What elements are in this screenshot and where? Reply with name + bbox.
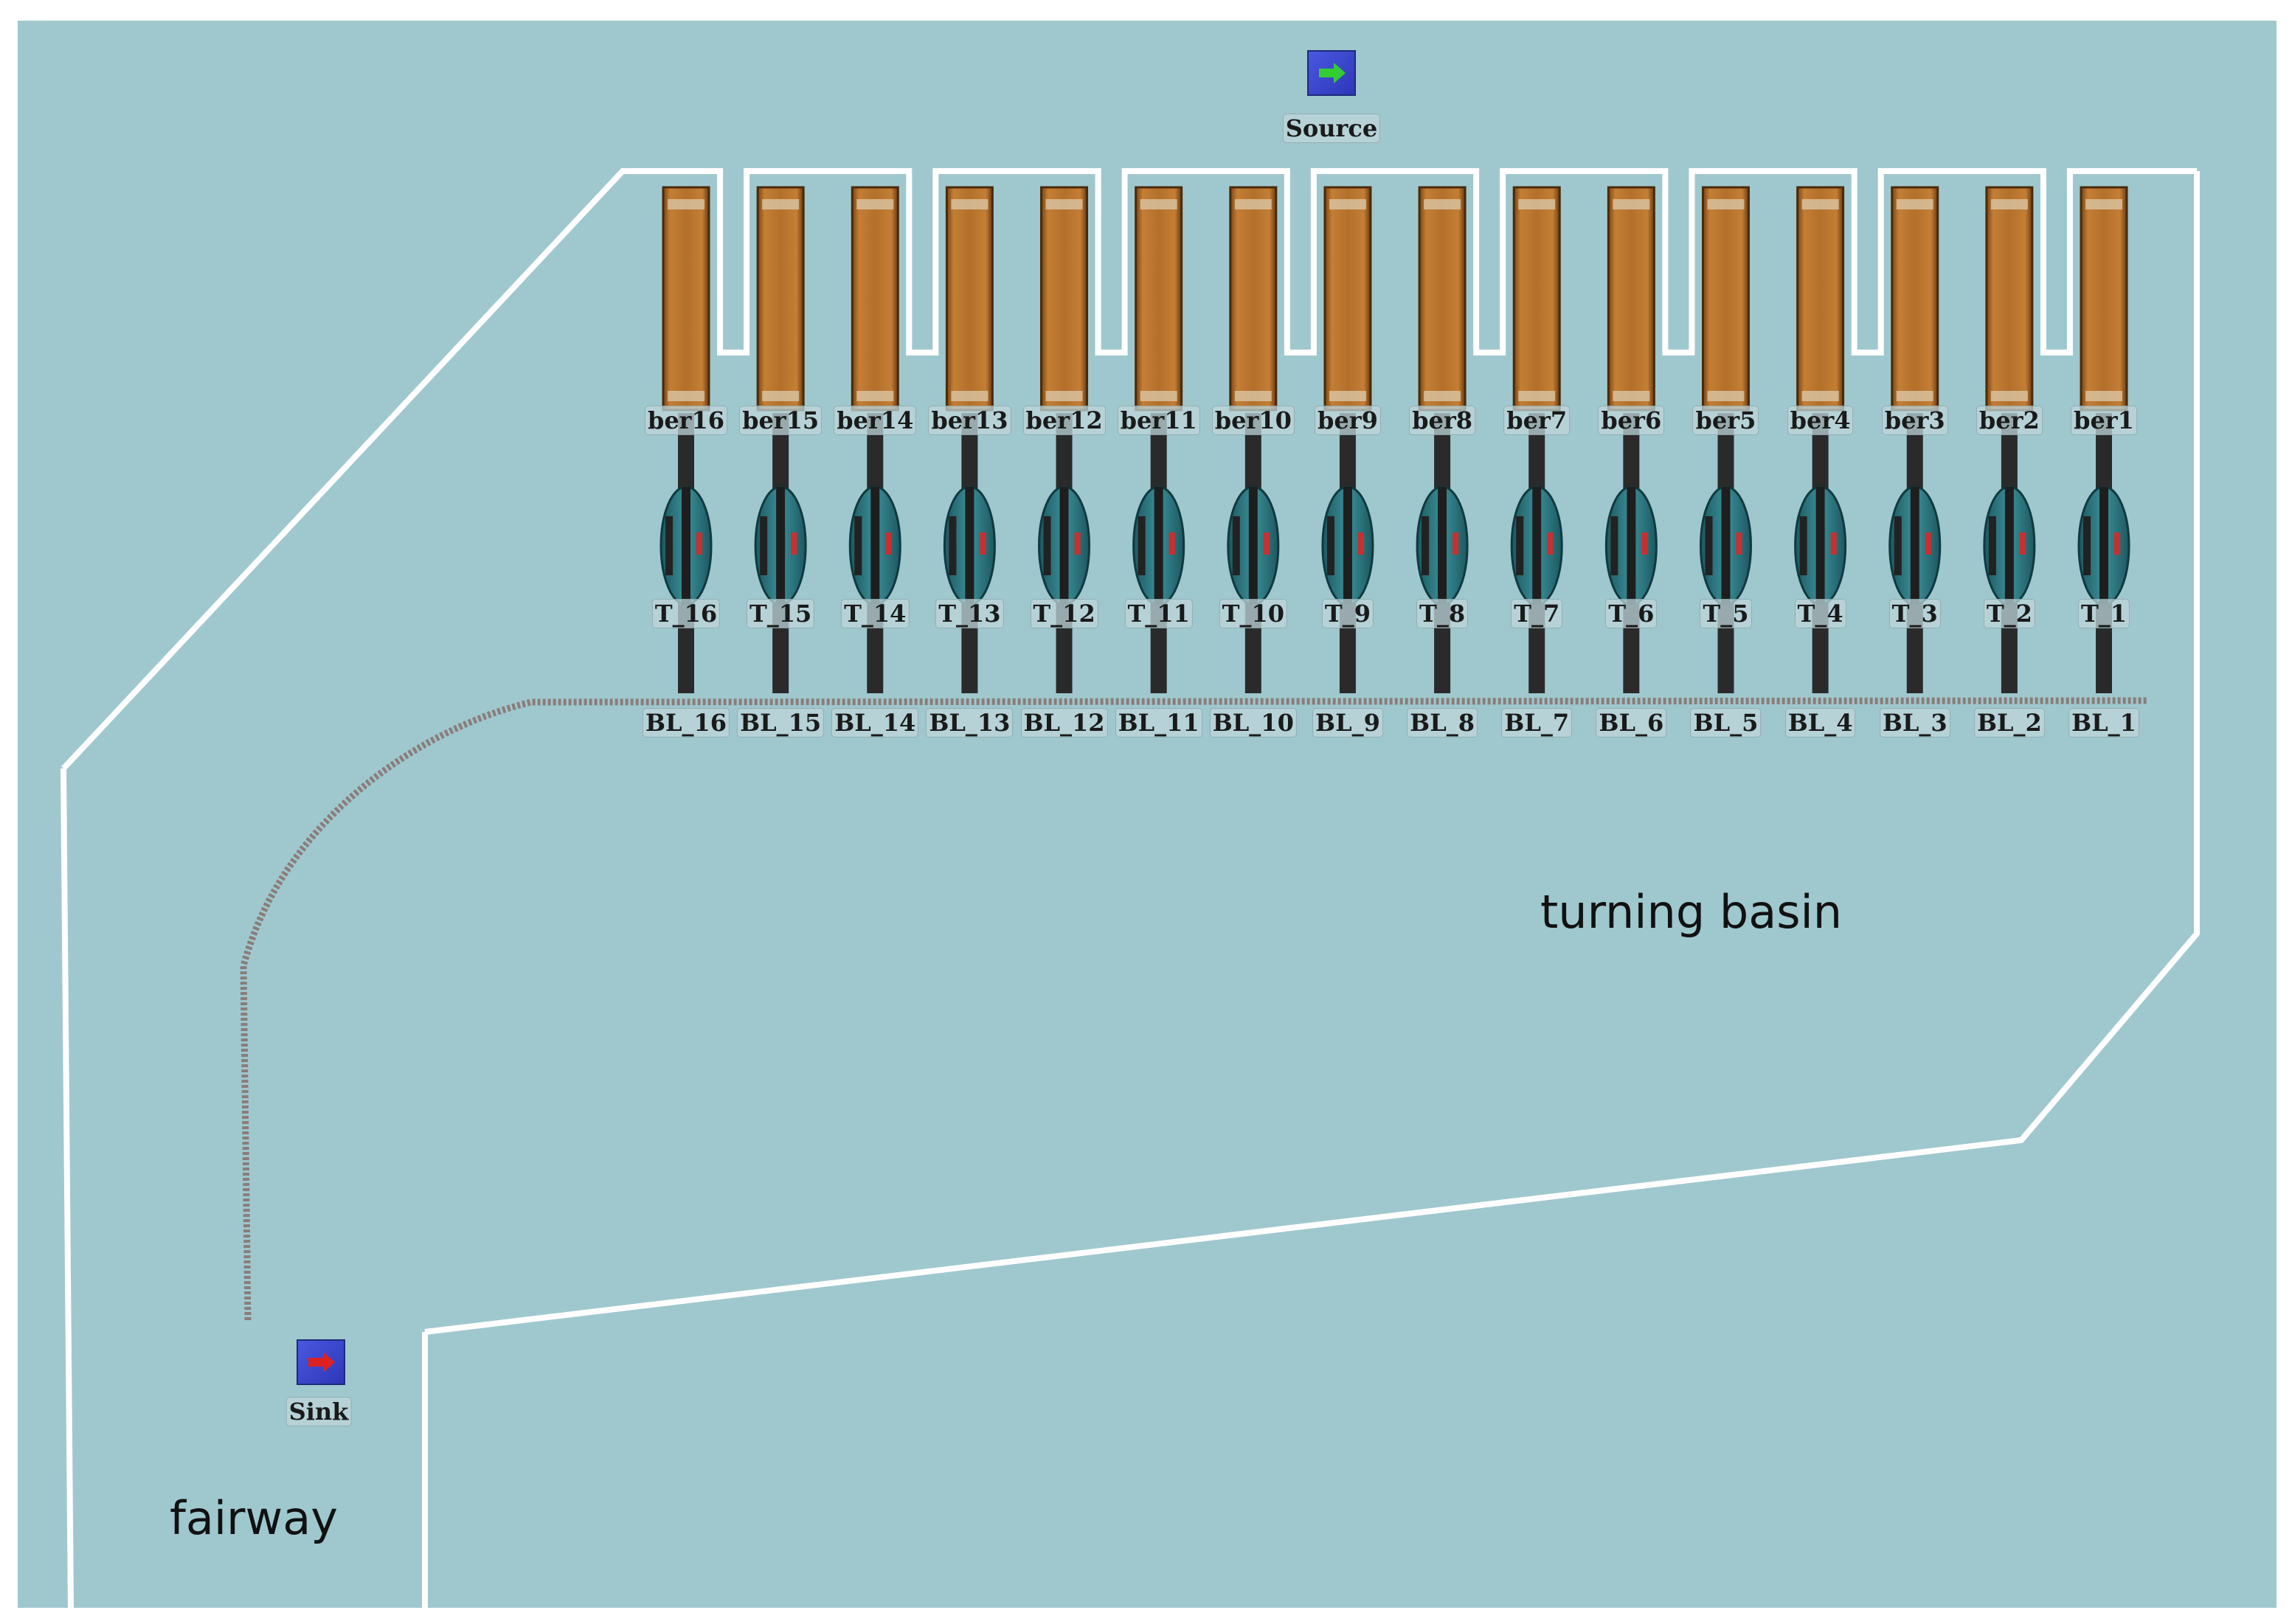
crane[interactable] [1510,485,1563,606]
vessel[interactable] [662,186,710,412]
berth-label: ber9 [1314,406,1381,435]
crane-label: T_6 [1605,599,1658,628]
vessel[interactable] [756,186,805,412]
berth-line-label: BL_14 [831,708,919,738]
crane[interactable] [1038,485,1091,606]
berth-label: ber5 [1692,406,1759,435]
turning-basin-label: turning basin [1540,885,1843,939]
crane-label: T_16 [651,599,721,628]
lower-basin-edge [424,171,2200,1335]
vessel[interactable] [1796,186,1845,412]
sink-label: Sink [285,1397,352,1426]
vessel[interactable] [1323,186,1372,412]
vessel[interactable] [851,186,899,412]
berth-line-label: BL_2 [1973,708,2045,738]
crane[interactable] [1888,485,1942,606]
vessel[interactable] [1229,186,1278,412]
crane-label: T_2 [1983,599,2035,628]
crane-label: T_10 [1219,599,1287,628]
crane[interactable] [1794,485,1847,606]
berth-line-label: BL_3 [1879,708,1950,738]
berth-label: ber3 [1881,406,1948,435]
fairway-left-edge [60,768,74,1609]
berth-line-label: BL_13 [926,708,1014,738]
berth-label: ber10 [1211,406,1295,435]
source-label: Source [1282,114,1381,143]
crane-label: T_7 [1511,599,1563,628]
berth-label: ber2 [1976,406,2043,435]
crane-label: T_4 [1794,599,1846,628]
crane[interactable] [1132,485,1185,606]
crane-label: T_13 [935,599,1004,628]
basin-boundary [61,168,2197,771]
crane-label: T_3 [1888,599,1941,628]
berth-label: ber16 [644,406,728,435]
berth-line-label: BL_1 [2068,708,2139,738]
berth-line-label: BL_10 [1209,708,1297,738]
berth-line-label: BL_7 [1501,708,1573,738]
red-arrow-icon [308,1352,335,1373]
berth-line-label: BL_12 [1020,708,1108,738]
berth-label: ber15 [739,406,823,435]
crane-label: T_5 [1700,599,1752,628]
crane[interactable] [1227,485,1280,606]
berth-line-label: BL_4 [1784,708,1856,738]
crane-label: T_1 [2077,599,2130,628]
berth-label: ber12 [1022,406,1106,435]
berth-line-label: BL_5 [1690,708,1762,738]
berth-label: ber6 [1598,406,1665,435]
crane[interactable] [1699,485,1752,606]
berth-line-label: BL_8 [1407,708,1478,738]
crane-label: T_12 [1030,599,1098,628]
vessel[interactable] [1985,186,2034,412]
crane[interactable] [1604,485,1658,606]
berth-label: ber4 [1787,406,1854,435]
berth-label: ber1 [2071,406,2137,435]
berth-label: ber7 [1503,406,1571,435]
source-node[interactable] [1307,50,1356,96]
crane-label: T_8 [1416,599,1469,628]
fairway-label: fairway [170,1491,338,1545]
berth-label: ber13 [928,406,1011,435]
berth-label: ber8 [1409,406,1475,435]
vessel[interactable] [1135,186,1183,412]
crane-label: T_15 [746,599,815,628]
crane[interactable] [659,485,713,606]
berth-label: ber14 [834,406,917,435]
sink-node[interactable] [297,1339,345,1385]
berth-line-label: BL_6 [1596,708,1667,738]
crane[interactable] [848,485,901,606]
crane[interactable] [1416,485,1469,606]
berth-line-label: BL_9 [1312,708,1383,738]
vessel[interactable] [2080,186,2128,412]
crane[interactable] [2077,485,2130,606]
crane-label: T_9 [1321,599,1374,628]
vessel[interactable] [945,186,994,412]
crane-label: T_14 [841,599,910,628]
berth-line-label: BL_11 [1115,708,1202,738]
berth-line-label: BL_16 [642,708,730,738]
green-arrow-icon [1319,63,1346,83]
vessel[interactable] [1512,186,1561,412]
berth-label: ber11 [1117,406,1200,435]
berth-line-label: BL_15 [737,708,825,738]
crane-label: T_11 [1124,599,1193,628]
crane[interactable] [754,485,807,606]
crane[interactable] [1983,485,2036,606]
vessel[interactable] [1418,186,1467,412]
crane[interactable] [1321,485,1374,606]
vessel[interactable] [1891,186,1939,412]
vessel[interactable] [1607,186,1655,412]
vessel[interactable] [1701,186,1750,412]
vessel[interactable] [1040,186,1089,412]
vessel-route [240,697,2147,1321]
crane[interactable] [943,485,996,606]
